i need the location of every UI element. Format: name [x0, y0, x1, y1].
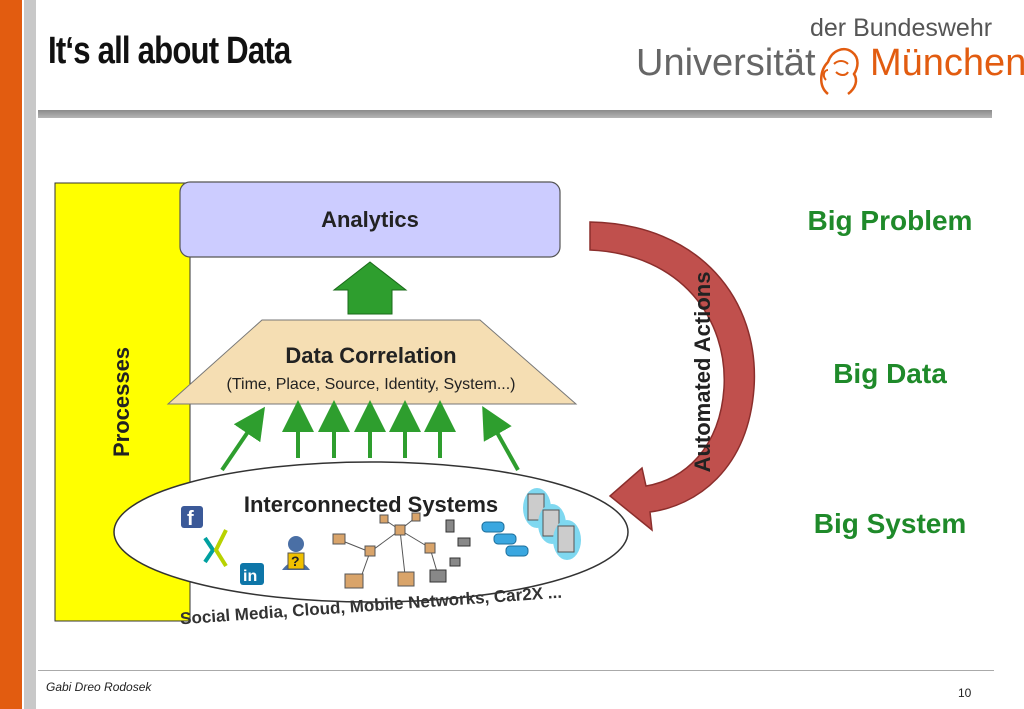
big-system-label: Big System	[813, 508, 967, 539]
page-number: 10	[958, 686, 972, 700]
device-icons	[429, 519, 471, 583]
left-orange-stripe	[0, 0, 22, 709]
page-title: It‘s all about Data	[48, 30, 291, 72]
logo-munich: München	[870, 42, 1024, 84]
analytics-box	[179, 181, 561, 258]
arrow-1	[220, 406, 265, 472]
unknown-user-mark: ?	[291, 553, 300, 569]
facebook-icon	[181, 506, 203, 528]
logo-subtitle: der Bundeswehr	[810, 14, 993, 42]
correlation-title: Data Correlation	[285, 343, 457, 368]
systems-label: Interconnected Systems	[243, 492, 499, 517]
xing-icon	[203, 529, 228, 568]
linkedin-icon	[240, 563, 264, 585]
automated-actions-label: Automated Actions	[690, 271, 715, 473]
correlation-arrows	[220, 400, 520, 472]
car-icons	[481, 521, 529, 557]
network-graph-icon	[332, 512, 439, 589]
unknown-user-icon	[282, 536, 310, 570]
arrow-7	[482, 406, 520, 471]
building-icons	[523, 488, 581, 560]
footer-separator	[38, 670, 994, 671]
big-data-label: Big Data	[833, 358, 947, 389]
correlation-subtitle: (Time, Place, Source, Identity, System..…	[226, 376, 516, 393]
automated-actions-arrow	[589, 221, 756, 532]
logo-university: Universität	[636, 42, 816, 84]
footer-author: Gabi Dreo Rodosek	[46, 680, 152, 694]
analytics-label: Analytics	[321, 207, 419, 232]
header-separator	[38, 110, 992, 118]
big-problem-label: Big Problem	[807, 205, 973, 236]
svg-text:f: f	[187, 508, 194, 530]
left-grey-stripe	[24, 0, 36, 709]
analytics-arrow	[332, 261, 408, 315]
logo-head-icon	[820, 48, 859, 95]
svg-text:in: in	[243, 568, 257, 585]
processes-label: Processes	[109, 346, 134, 458]
